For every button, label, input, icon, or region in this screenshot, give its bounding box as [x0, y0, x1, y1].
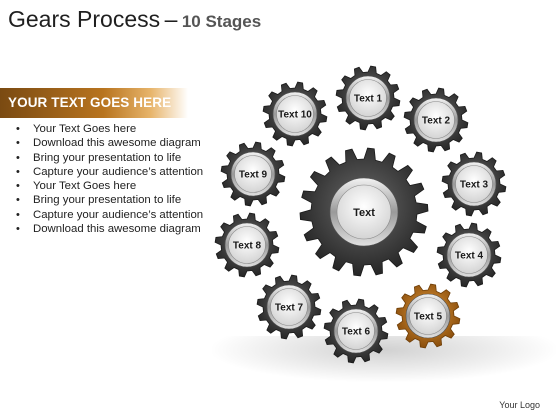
gear-label: Text 7: [275, 303, 304, 314]
bullet-item: Capture your audience’s attention: [14, 208, 204, 223]
bullet-item: Your Text Goes here: [14, 122, 204, 137]
bullet-item: Your Text Goes here: [14, 179, 204, 194]
title-subtitle: 10 Stages: [181, 12, 262, 31]
bullet-item: Capture your audience’s attention: [14, 165, 204, 180]
gear-face: [455, 165, 493, 203]
gear-face: [234, 155, 272, 193]
bullet-item: Download this awesome diagram: [14, 136, 204, 151]
gear-label: Text 3: [460, 180, 489, 191]
title-main: Gears Process: [8, 6, 161, 32]
gear-label: Text 5: [414, 312, 443, 323]
gear-face: [349, 79, 387, 117]
stage-gear-2: Text 2: [403, 87, 469, 153]
bullet-list: Your Text Goes here Download this awesom…: [14, 122, 204, 237]
stage-gear-3: Text 3: [441, 151, 507, 217]
gear-label: Text 9: [239, 170, 268, 181]
section-banner: YOUR TEXT GOES HERE: [0, 88, 188, 118]
stage-gear-7: Text 7: [256, 274, 322, 340]
gear-face: [336, 184, 392, 240]
bullet-item: Download this awesome diagram: [14, 222, 204, 237]
page-title: Gears Process – 10 Stages: [8, 6, 261, 33]
gear-face: [450, 236, 488, 274]
gear-face: [337, 312, 375, 350]
gear-label: Text 4: [455, 251, 484, 262]
stage-gear-9: Text 9: [220, 141, 286, 207]
gear-label: Text 1: [354, 94, 383, 105]
gear-face: [270, 288, 308, 326]
bullet-item: Bring your presentation to life: [14, 193, 204, 208]
gear-label: Text 8: [233, 241, 262, 252]
center-gear: Text: [299, 147, 429, 277]
stage-gear-1: Text 1: [335, 65, 401, 131]
gear-label: Text 6: [342, 327, 371, 338]
gear-face: [417, 101, 455, 139]
gear-face: [276, 95, 314, 133]
bullet-item: Bring your presentation to life: [14, 151, 204, 166]
title-separator: –: [164, 6, 178, 32]
gear-label: Text: [353, 207, 375, 219]
logo-text: Your Logo: [499, 400, 540, 410]
floor-shadow: [212, 336, 556, 382]
gear-label: Text 10: [278, 110, 312, 121]
stage-gear-5: Text 5: [395, 283, 461, 349]
gear-label: Text 2: [422, 116, 451, 127]
stage-gear-6: Text 6: [323, 298, 389, 364]
stage-gear-10: Text 10: [262, 81, 328, 147]
banner-label: YOUR TEXT GOES HERE: [8, 95, 172, 110]
stage-gear-8: Text 8: [214, 212, 280, 278]
gear-face: [409, 297, 447, 335]
stage-gear-4: Text 4: [436, 222, 502, 288]
gear-face: [228, 226, 266, 264]
